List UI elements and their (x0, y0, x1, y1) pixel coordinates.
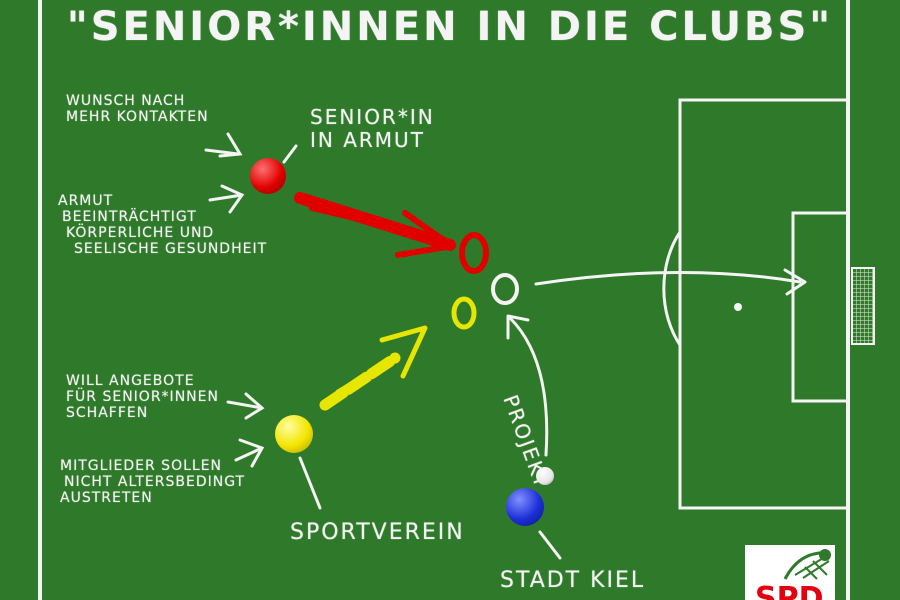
note-angebote-line: für Senior*innen (66, 389, 219, 406)
yellow-arrow (319, 325, 428, 411)
note-armut-line: beeinträchtigt (62, 209, 197, 226)
node-senior-label-line: Senior*in (310, 105, 435, 129)
note-mitglieder-line: Mitglieder sollen (60, 458, 223, 474)
node-senior-label: Senior*in in Armut (310, 106, 435, 152)
chalk-pointers (204, 132, 562, 560)
note-angebote: Will Angebote für Senior*innen schaffen (66, 373, 219, 421)
note-angebote-line: schaffen (66, 405, 149, 422)
red-o-marker (459, 232, 489, 274)
note-armut-line: seelische Gesundheit (74, 241, 268, 258)
red-arrow (294, 192, 456, 258)
penalty-arc (662, 231, 682, 346)
note-armut-line: Armut (58, 193, 114, 209)
senior-ball (250, 158, 286, 194)
node-senior-label-line: in Armut (310, 128, 425, 152)
goal-arrow (534, 268, 807, 296)
note-angebote-line: Will Angebote (66, 373, 195, 389)
note-wunsch-line: mehr Kontakten (66, 109, 209, 126)
penalty-box (678, 98, 850, 510)
note-mitglieder-line: austreten (60, 490, 153, 507)
note-wunsch-line: Wunsch nach (66, 93, 186, 109)
spd-logo: SPD (745, 545, 835, 600)
goal-box (791, 211, 850, 403)
note-mitglieder: Mitglieder sollen nicht altersbedingt au… (60, 458, 245, 506)
goal-net (851, 267, 875, 345)
yellow-o-marker (451, 296, 477, 330)
node-sport-label: Sportverein (290, 520, 465, 545)
node-stadt-label: Stadt Kiel (500, 568, 646, 593)
ball-net-icon (783, 549, 831, 580)
sport-ball (275, 415, 313, 453)
projekt-arrow (506, 314, 549, 457)
page-title: "Senior*innen in die Clubs" (66, 4, 834, 50)
note-armut-line: körperliche und (66, 225, 215, 242)
penalty-spot (734, 303, 742, 311)
note-wunsch: Wunsch nach mehr Kontakten (66, 93, 209, 125)
spd-logo-text: SPD (755, 581, 824, 600)
small-ball (536, 467, 554, 485)
white-o-marker (491, 273, 519, 305)
stadt-ball (506, 488, 544, 526)
pitch-boundary (38, 0, 850, 600)
note-mitglieder-line: nicht altersbedingt (64, 474, 246, 491)
note-armut: Armut beeinträchtigt körperliche und see… (58, 193, 267, 257)
